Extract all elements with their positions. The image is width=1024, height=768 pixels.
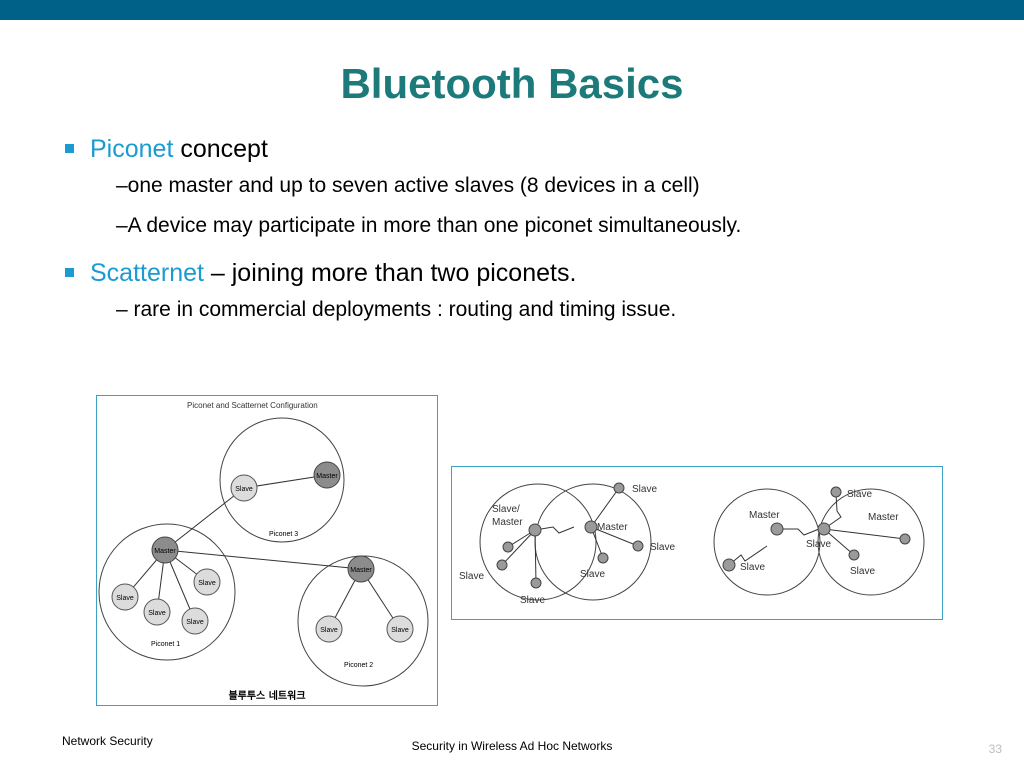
piconet-3-circle bbox=[219, 417, 345, 543]
piconet-1-circle bbox=[98, 523, 236, 661]
top-bar bbox=[0, 0, 1024, 20]
footer-lecture-title: Security in Wireless Ad Hoc Networks bbox=[411, 739, 613, 753]
node-slave-label: Slave bbox=[391, 627, 409, 634]
node-slave-label: Slave bbox=[850, 566, 875, 577]
node-slave-label: Slave bbox=[650, 542, 675, 553]
slave-master-label-line2: Master bbox=[492, 517, 523, 528]
piconet-1-label: Piconet 1 bbox=[151, 641, 180, 648]
slide-title: Bluetooth Basics bbox=[340, 60, 684, 107]
node-master-label: Master bbox=[316, 473, 338, 480]
node-master-label: Master bbox=[154, 548, 176, 555]
piconet-diagram: Piconet and Scatternet Configuration Sla… bbox=[98, 401, 429, 702]
bullet-piconet: Piconet concept bbox=[62, 132, 982, 166]
footer-course-name: Network Security bbox=[62, 734, 153, 748]
figure-caption: Piconet and Scatternet Configuration bbox=[187, 401, 318, 410]
piconet-2-label: Piconet 2 bbox=[344, 662, 373, 669]
right-piconet-a-circle bbox=[713, 488, 821, 596]
square-bullet-icon bbox=[65, 268, 74, 277]
scatternet-text: – joining more than two piconets. bbox=[203, 259, 577, 287]
left-piconet-b-circle bbox=[534, 483, 652, 601]
piconet-term: Piconet bbox=[90, 135, 174, 163]
piconet-scatternet-figure: Piconet and Scatternet Configuration Sla… bbox=[96, 395, 438, 706]
node-slave-label: Slave bbox=[632, 484, 657, 495]
figure-korean-caption: 블루투스 네트워크 bbox=[228, 689, 305, 702]
sub-bullet-master-slaves: –one master and up to seven active slave… bbox=[116, 174, 700, 197]
node-slave-label: Slave bbox=[520, 595, 545, 606]
node-slave-label: Slave bbox=[186, 619, 204, 626]
node-slave-label: Slave bbox=[235, 486, 253, 493]
node-master-label: Master bbox=[350, 567, 372, 574]
node-slave-label: Slave bbox=[198, 580, 216, 587]
node-slave-label: Slave bbox=[148, 610, 166, 617]
scatternet-figure: Slave/ Master Master Slave Slave Slave S… bbox=[451, 466, 943, 620]
node-master-label: Master bbox=[749, 510, 780, 521]
node-master-label: Master bbox=[868, 512, 899, 523]
scatternet-diagram: Slave/ Master Master Slave Slave Slave S… bbox=[459, 482, 925, 606]
node-slave-label: Slave bbox=[320, 627, 338, 634]
bullet-scatternet: Scatternet – joining more than two picon… bbox=[62, 256, 982, 290]
node-slave-label: Slave bbox=[847, 489, 872, 500]
piconet-3-label: Piconet 3 bbox=[269, 531, 298, 538]
sub-bullet-multiple-piconets: –A device may participate in more than o… bbox=[116, 214, 742, 237]
piconet-text: concept bbox=[173, 135, 268, 163]
node-slave-label: Slave bbox=[806, 539, 831, 550]
node-master-label: Master bbox=[597, 522, 628, 533]
left-piconet-a-circle bbox=[479, 483, 597, 601]
node-slave-label: Slave bbox=[459, 571, 484, 582]
bullet-list: Piconet concept –one master and up to se… bbox=[62, 132, 982, 330]
node-slave-label: Slave bbox=[580, 569, 605, 580]
scatternet-term: Scatternet bbox=[90, 259, 204, 287]
sub-bullet-rare-deployments: – rare in commercial deployments : routi… bbox=[116, 298, 677, 321]
right-piconet-b-circle bbox=[817, 488, 925, 596]
footer-page-number: 33 bbox=[988, 742, 1002, 756]
node-slave-label: Slave bbox=[116, 595, 134, 602]
slave-master-label-line1: Slave/ bbox=[492, 504, 520, 515]
node-slave-label: Slave bbox=[740, 562, 765, 573]
square-bullet-icon bbox=[65, 144, 74, 153]
